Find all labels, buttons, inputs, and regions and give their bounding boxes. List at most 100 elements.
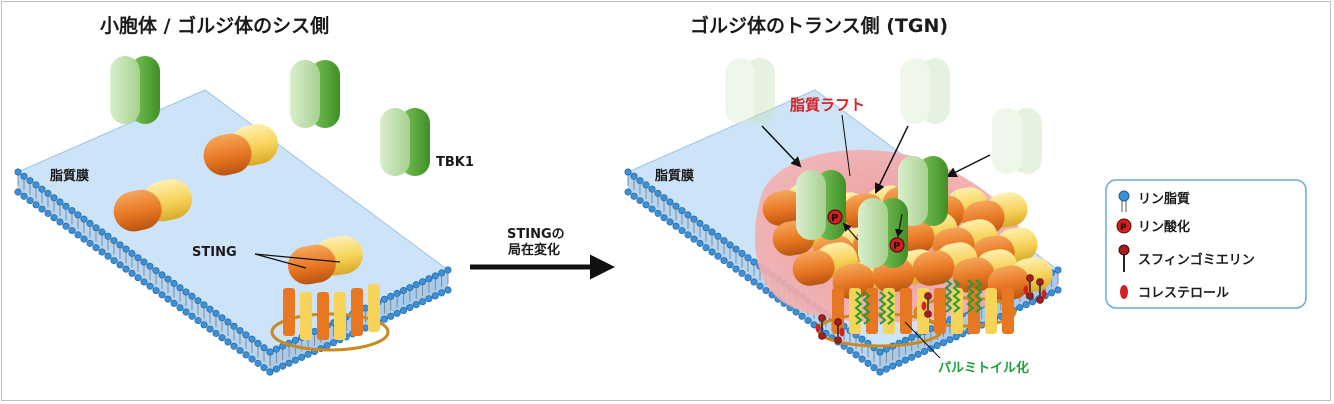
phospho-arrow — [842, 222, 859, 241]
lipid-head — [50, 214, 58, 222]
lipid-head — [672, 222, 680, 230]
lipid-head — [876, 348, 884, 356]
lipid-head — [642, 201, 650, 209]
lipid-head — [38, 205, 46, 213]
lipid-head — [14, 188, 22, 196]
tm-helix — [917, 288, 929, 334]
cholesterol-molecule — [921, 301, 927, 311]
lipid-head — [1048, 289, 1056, 297]
tm-helix — [883, 288, 895, 334]
left-panel-title: 小胞体 / ゴルジ体のシス側 — [100, 14, 329, 37]
lipid-head — [260, 364, 268, 372]
tbk1-subunit-light — [745, 58, 775, 124]
phospho-symbol: P — [1120, 223, 1127, 233]
lipid-head — [134, 254, 142, 262]
lipid-head — [908, 333, 916, 341]
lipid-head — [170, 279, 178, 287]
palmitoyl-chain — [966, 279, 975, 313]
lipid-head — [68, 207, 76, 215]
lipid-head — [361, 304, 369, 312]
lipid-head — [152, 267, 160, 275]
palmitoylation-label: パルミトイル化 — [938, 360, 1029, 376]
lipid-head — [393, 289, 401, 297]
lipid-head — [182, 308, 190, 316]
tbk1-subunit-light — [1012, 108, 1042, 174]
lipid-head — [164, 295, 172, 303]
lipid-head — [56, 218, 64, 226]
lipid-head — [431, 272, 439, 280]
sting-subunit-orange — [987, 265, 1030, 301]
lipid-head — [291, 336, 299, 344]
lipid-head — [901, 356, 909, 364]
sting-dimer — [113, 179, 193, 232]
tm-helix — [934, 288, 946, 334]
sting-transmembrane-domain — [270, 284, 390, 352]
phospho-symbol: P — [831, 213, 838, 224]
lipid-head — [20, 192, 28, 200]
lipid-head — [624, 188, 632, 196]
lipid-head — [224, 338, 232, 346]
legend-item-phosphorylation: P リン酸化 — [1116, 218, 1190, 235]
lipid-head — [14, 168, 22, 176]
tm-helix — [283, 288, 295, 336]
lipid-head — [858, 335, 866, 343]
legend-item-phospholipid: リン脂質 — [1118, 190, 1190, 212]
recruit-arrow — [874, 125, 909, 194]
sphingomyelin-head — [924, 292, 932, 300]
lipid-head — [104, 252, 112, 260]
lipid-head — [1022, 301, 1030, 309]
lipid-head — [20, 172, 28, 180]
sting-subunit-orange — [762, 190, 805, 226]
lipid-head — [170, 299, 178, 307]
lipid-head — [654, 209, 662, 217]
lipid-head — [870, 364, 878, 372]
tm-helix — [866, 288, 878, 334]
lipid-head — [908, 353, 916, 361]
lipid-head — [702, 224, 710, 232]
lipid-head — [425, 275, 433, 283]
lipid-head — [732, 265, 740, 273]
lipid-head — [68, 227, 76, 235]
sphingomyelin-head — [1036, 296, 1044, 304]
sting-pointer-line — [254, 253, 341, 263]
lipid-head — [914, 350, 922, 358]
lipid-head — [380, 295, 388, 303]
sphingomyelin-head — [1026, 292, 1034, 300]
tm-helix — [334, 292, 346, 340]
lipid-head — [74, 231, 82, 239]
lipid-head — [104, 232, 112, 240]
lipid-head — [92, 244, 100, 252]
lipid-head — [756, 282, 764, 290]
lipid-head — [110, 237, 118, 245]
lipid-head — [393, 309, 401, 317]
lipid-head — [188, 292, 196, 300]
sting-subunit-orange — [288, 244, 336, 285]
recruit-arrow — [761, 125, 802, 168]
lipid-head — [62, 222, 70, 230]
lipid-head — [26, 177, 34, 185]
sting-dimer-anchored — [288, 235, 363, 285]
tm-helix — [951, 288, 963, 334]
sting-subunit-orange — [872, 257, 915, 293]
lipid-head — [230, 322, 238, 330]
lipid-head — [50, 194, 58, 202]
lipid-head — [254, 339, 262, 347]
lipid-head — [738, 269, 746, 277]
left-panel: 小胞体 / ゴルジ体のシス側 脂質膜 — [14, 14, 474, 376]
lipid-head — [889, 362, 897, 370]
lipid-head — [254, 359, 262, 367]
lipid-head — [438, 289, 446, 297]
lipid-head — [901, 336, 909, 344]
lipid-head — [128, 249, 136, 257]
lipid-head — [236, 347, 244, 355]
lipid-head — [212, 309, 220, 317]
legend-label: スフィンゴミエリン — [1138, 252, 1255, 268]
lipid-head — [419, 298, 427, 306]
tm-helices — [832, 288, 1014, 334]
tbk1-dimer — [900, 58, 950, 124]
palmitoyl-chain — [974, 279, 983, 313]
sting-subunit-orange — [792, 250, 835, 286]
lipid-head — [158, 271, 166, 279]
legend-box — [1105, 179, 1307, 309]
